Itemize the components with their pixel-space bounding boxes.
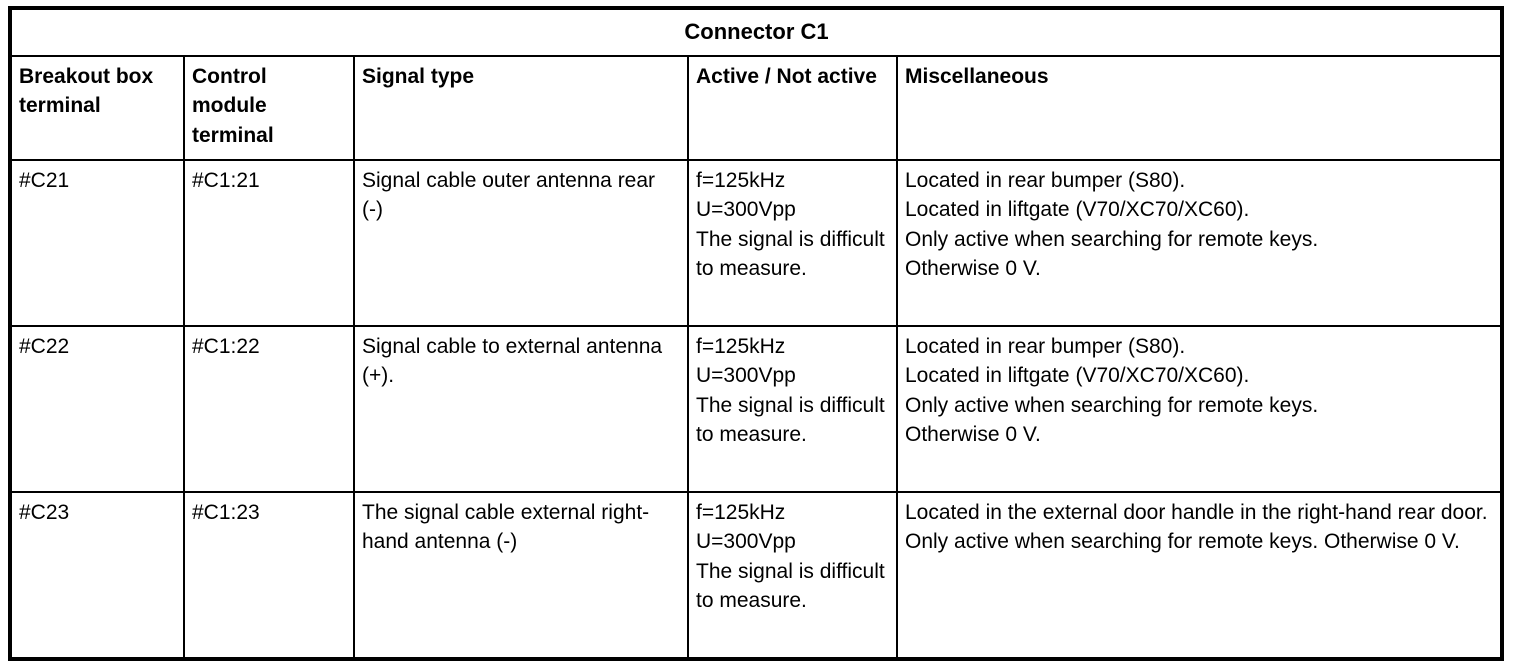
- page-root: Connector C1 Breakout box terminal Contr…: [8, 6, 1504, 661]
- cell-miscellaneous: Located in rear bumper (S80). Located in…: [896, 324, 1502, 493]
- cell-signal-type: Signal cable outer antenna rear (-): [353, 158, 689, 327]
- table-row: #C22 #C1:22 Signal cable to external ant…: [10, 324, 1502, 493]
- cell-active-not-active: f=125kHz U=300Vpp The signal is difficul…: [687, 158, 898, 327]
- column-header-miscellaneous: Miscellaneous: [896, 54, 1502, 161]
- table-title-row: Connector C1: [10, 8, 1502, 57]
- cell-miscellaneous: Located in the external door handle in t…: [896, 490, 1502, 659]
- cell-signal-type: Signal cable to external antenna (+).: [353, 324, 689, 493]
- cell-breakout-box-terminal: #C22: [10, 324, 185, 493]
- cell-breakout-box-terminal: #C23: [10, 490, 185, 659]
- cell-breakout-box-terminal: #C21: [10, 158, 185, 327]
- column-header-breakout-box-terminal: Breakout box terminal: [10, 54, 185, 161]
- cell-active-not-active: f=125kHz U=300Vpp The signal is difficul…: [687, 490, 898, 659]
- cell-control-module-terminal: #C1:22: [183, 324, 355, 493]
- column-header-active-not-active: Active / Not active: [687, 54, 898, 161]
- cell-signal-type: The signal cable external right-hand ant…: [353, 490, 689, 659]
- cell-control-module-terminal: #C1:23: [183, 490, 355, 659]
- cell-miscellaneous: Located in rear bumper (S80). Located in…: [896, 158, 1502, 327]
- column-header-signal-type: Signal type: [353, 54, 689, 161]
- table-title: Connector C1: [10, 8, 1502, 57]
- cell-control-module-terminal: #C1:21: [183, 158, 355, 327]
- connector-spec-table: Connector C1 Breakout box terminal Contr…: [8, 6, 1504, 661]
- table-header-row: Breakout box terminal Control module ter…: [10, 54, 1502, 161]
- cell-active-not-active: f=125kHz U=300Vpp The signal is difficul…: [687, 324, 898, 493]
- column-header-control-module-terminal: Control module terminal: [183, 54, 355, 161]
- table-row: #C21 #C1:21 Signal cable outer antenna r…: [10, 158, 1502, 327]
- table-row: #C23 #C1:23 The signal cable external ri…: [10, 490, 1502, 659]
